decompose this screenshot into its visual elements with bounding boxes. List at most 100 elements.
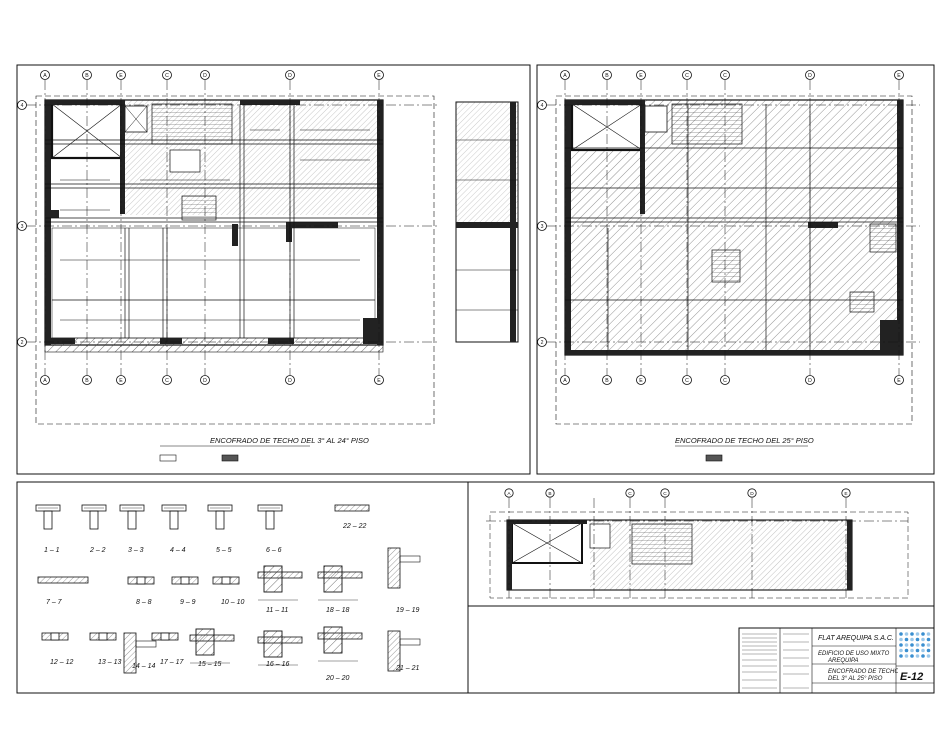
right-plan-title: ENCOFRADO DE TECHO DEL 25° PISO [675,436,814,445]
right-grid-top-label: E [897,73,901,79]
left-grid-top-bubble [82,70,92,80]
left-grid-top-label: D [203,73,207,79]
left-grid-top-label: E [377,73,381,79]
section-detail: 22 – 22 [334,504,370,530]
small-grid-top-label: A [507,491,511,497]
left-grid-bottom-bubble [374,375,384,385]
left-grid-side-bubble [17,100,27,110]
section-detail: 16 – 16 [257,630,303,668]
section-label: 10 – 10 [221,599,244,606]
right-grid-side-label: 4 [541,103,544,109]
left-grid-side-bubble [17,337,27,347]
small-grid-top-label: C [663,491,667,497]
left-grid-bottom-bubble [200,375,210,385]
section-detail: 17 – 17 [151,632,184,666]
right-grid-top-bubble [560,70,570,80]
left-grid-bottom-bubble [40,375,50,385]
right-grid-bottom-label: C [685,378,689,384]
right-grid-bottom-bubble [720,375,730,385]
section-label: 19 – 19 [396,607,419,614]
small-grid-top-bubble [841,488,851,498]
left-grid-bottom-label: D [203,378,207,384]
right-grid-side-bubble [537,100,547,110]
right-grid-side-label: 2 [541,340,544,346]
section-label: 12 – 12 [50,659,73,666]
section-detail: 15 – 15 [189,628,235,668]
left-grid-top-label: B [85,73,89,79]
project-line-1: EDIFICIO DE USO MIXTO [818,651,890,657]
right-grid-top-bubble [894,70,904,80]
section-detail: 20 – 20 [317,626,363,682]
project-line-2: AREQUIPA [827,658,859,664]
right-grid-top-bubble [805,70,815,80]
section-detail: 1 – 1 [35,504,61,554]
left-grid-bottom-bubble [116,375,126,385]
section-detail: 19 – 19 [387,547,421,614]
section-label: 16 – 16 [266,661,289,668]
drawing-title-line-2: DEL 3° AL 25° PISO [828,676,883,682]
section-detail: 9 – 9 [171,576,199,606]
left-grid-top-bubble [200,70,210,80]
left-plan-title: ENCOFRADO DE TECHO DEL 3° AL 24° PISO [210,436,369,445]
section-detail: 13 – 13 [89,632,121,666]
right-grid-bottom-label: C [723,378,727,384]
right-grid-side-bubble [537,221,547,231]
right-grid-bottom-bubble [805,375,815,385]
section-label: 20 – 20 [325,675,349,682]
left-grid-side-label: 4 [21,103,24,109]
section-label: 14 – 14 [132,663,155,670]
right-grid-bottom-bubble [560,375,570,385]
left-grid-top-bubble [374,70,384,80]
left-grid-top-bubble [40,70,50,80]
small-grid-top-label: B [548,491,551,497]
section-detail: 8 – 8 [127,576,155,606]
section-detail: 6 – 6 [257,504,283,554]
right-grid-top-bubble [682,70,692,80]
left-grid-top-label: C [165,73,169,79]
left-grid-top-label: D [288,73,292,79]
section-detail: 18 – 18 [317,565,363,614]
right-grid-top-label: E [639,73,643,79]
right-grid-side-label: 3 [541,224,544,230]
right-grid-bottom-bubble [636,375,646,385]
section-label: 4 – 4 [170,547,186,554]
section-label: 22 – 22 [342,523,366,530]
small-grid-top-bubble [747,488,757,498]
section-label: 6 – 6 [266,547,282,554]
client-name: FLAT AREQUIPA S.A.C. [818,635,894,642]
left-grid-bottom-label: E [377,378,381,384]
right-grid-bottom-label: A [563,378,567,384]
section-detail: 2 – 2 [81,504,107,554]
section-label: 8 – 8 [136,599,152,606]
right-grid-top-label: D [808,73,812,79]
left-grid-bottom-label: E [119,378,123,384]
sheet-frames [16,64,935,694]
section-label: 18 – 18 [326,607,349,614]
right-grid-bottom-bubble [602,375,612,385]
section-detail: 21 – 21 [387,630,421,672]
section-label: 5 – 5 [216,547,232,554]
right-grid-top-label: B [605,73,609,79]
right-grid-bottom-bubble [894,375,904,385]
right-grid-bottom-label: E [897,378,901,384]
right-grid-bottom-label: E [639,378,643,384]
left-grid-side-bubble [17,221,27,231]
section-label: 7 – 7 [46,599,63,606]
left-grid-side-label: 2 [21,340,24,346]
small-grid-top-bubble [625,488,635,498]
right-grid-top-label: A [563,73,567,79]
left-grid-top-bubble [285,70,295,80]
left-grid-side-label: 3 [21,224,24,230]
left-grid-bottom-bubble [285,375,295,385]
right-grid-bottom-bubble [682,375,692,385]
section-detail: 4 – 4 [161,504,187,554]
left-grid-bottom-label: B [85,378,89,384]
right-grid-top-bubble [720,70,730,80]
drawing-title-line-1: ENCOFRADO DE TECHO [828,669,899,675]
sheet-number: E-12 [900,671,923,683]
